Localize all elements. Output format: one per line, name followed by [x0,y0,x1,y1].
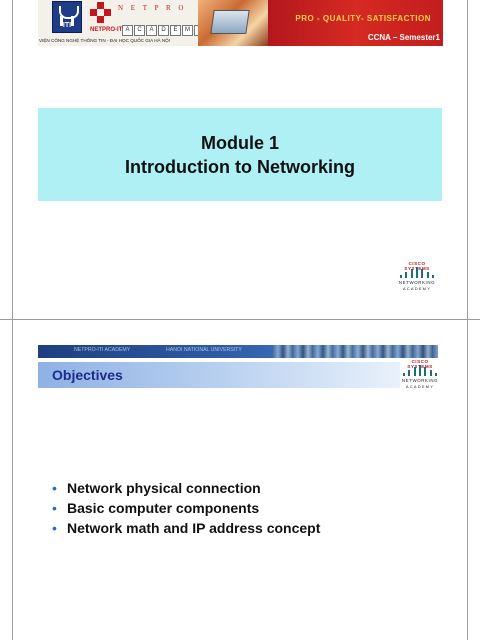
iti-logo-label: ITI [62,22,72,29]
bullet-icon: • [52,480,57,496]
objectives-title-bar: Objectives [38,362,400,388]
right-border [467,0,468,640]
tagline: PRO - QUALITY- SATISFACTION [295,14,431,23]
objectives-list: •Network physical connection •Basic comp… [52,478,320,538]
cisco-networking: NETWORKING [398,280,436,285]
header-red-panel: PRO - QUALITY- SATISFACTION CCNA – Semes… [268,0,443,46]
left-border [12,0,13,640]
cisco-networking-academy-logo: CISCO SYSTEMS NETWORKING ACADEMY [397,261,437,291]
header-photo [198,0,268,46]
cisco-academy: ACADEMY [405,384,435,389]
list-item: •Network physical connection [52,480,261,496]
cisco-networking: NETWORKING [401,378,439,383]
slide-title: Objectives [52,367,123,383]
laptop-image [210,10,250,34]
header-academy-text: NETPRO-ITI ACADEMY [74,347,131,353]
bullet-icon: • [52,520,57,536]
module-title-box: Module 1 Introduction to Networking [38,108,442,201]
header-university-text: HANOI NATIONAL UNIVERSITY [166,347,242,353]
netpro-checker-icon [90,2,112,23]
header-logo-panel: ITI N E T P R O NETPRO-ITI A C A D E M Y… [38,0,205,46]
cisco-networking-academy-logo: CISCO SYSTEMS NETWORKING ACADEMY [400,359,440,389]
academy-letter-boxes: A C A D E M Y [122,25,205,36]
netpro-iti-label: NETPRO-ITI [90,27,124,33]
book-icon [59,6,79,19]
list-item: •Network math and IP address concept [52,520,321,536]
slide1-header-banner: ITI N E T P R O NETPRO-ITI A C A D E M Y… [38,0,443,46]
institute-name: VIỆN CÔNG NGHỆ THÔNG TIN - ĐẠI HỌC QUỐC … [39,38,171,43]
cisco-bridge-icon [403,365,437,376]
slide-divider [0,319,480,320]
cisco-bridge-icon [400,267,434,278]
iti-logo [52,1,82,33]
slide2-header-strip: NETPRO-ITI ACADEMY HANOI NATIONAL UNIVER… [38,345,438,358]
course-label: CCNA – Semester1 [367,33,440,42]
netpro-title: N E T P R O [118,4,187,12]
module-title: Introduction to Networking [125,156,355,177]
header-photo-strip [273,345,438,358]
cisco-academy: ACADEMY [402,286,432,291]
module-number: Module 1 [200,132,279,153]
bullet-icon: • [52,500,57,516]
list-item: •Basic computer components [52,500,260,516]
